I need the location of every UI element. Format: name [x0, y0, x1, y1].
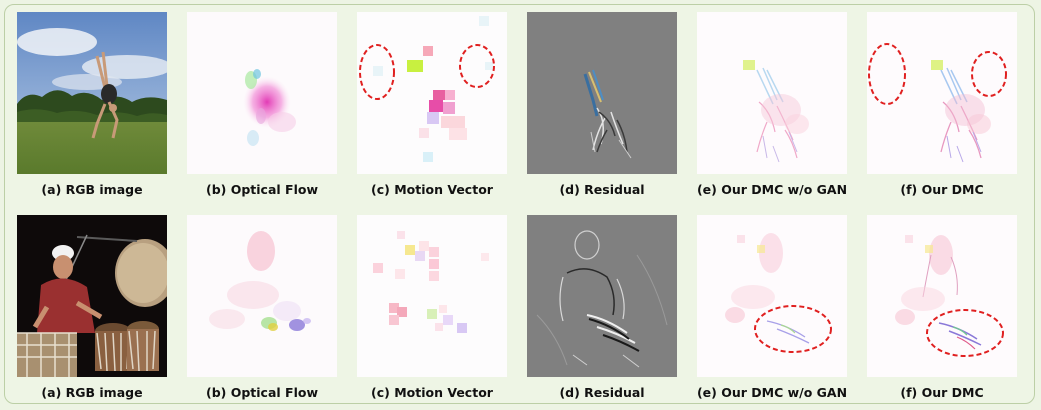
- caption-motion-vector: (c) Motion Vector: [371, 182, 493, 197]
- row2-optical-flow-image: [187, 215, 337, 377]
- caption-residual: (d) Residual: [559, 182, 645, 197]
- caption-optical-flow: (b) Optical Flow: [206, 385, 318, 400]
- row2-dmc-image: [867, 215, 1017, 377]
- row1-rgb-image: [17, 12, 167, 174]
- caption-dmc: (f) Our DMC: [900, 182, 984, 197]
- row1-dmc-image: [867, 12, 1017, 174]
- caption-dmc: (f) Our DMC: [900, 385, 984, 400]
- caption-optical-flow: (b) Optical Flow: [206, 182, 318, 197]
- row2-rgb-image: [17, 215, 167, 377]
- caption-dmc-without-gan: (e) Our DMC w/o GAN: [696, 385, 848, 400]
- row2-residual-image: [527, 215, 677, 377]
- row2-dmc-no-gan-image: [697, 215, 847, 377]
- row1-dmc-no-gan-image: [697, 12, 847, 174]
- caption-dmc-without-gan: (e) Our DMC w/o GAN: [696, 182, 848, 197]
- figure-frame: [4, 4, 1035, 404]
- caption-rgb-image: (a) RGB image: [41, 385, 143, 400]
- row1-motion-vector-image: [357, 12, 507, 174]
- row1-residual-image: [527, 12, 677, 174]
- row2-motion-vector-image: [357, 215, 507, 377]
- caption-rgb-image: (a) RGB image: [41, 182, 143, 197]
- caption-motion-vector: (c) Motion Vector: [371, 385, 493, 400]
- row1-optical-flow-image: [187, 12, 337, 174]
- caption-residual: (d) Residual: [559, 385, 645, 400]
